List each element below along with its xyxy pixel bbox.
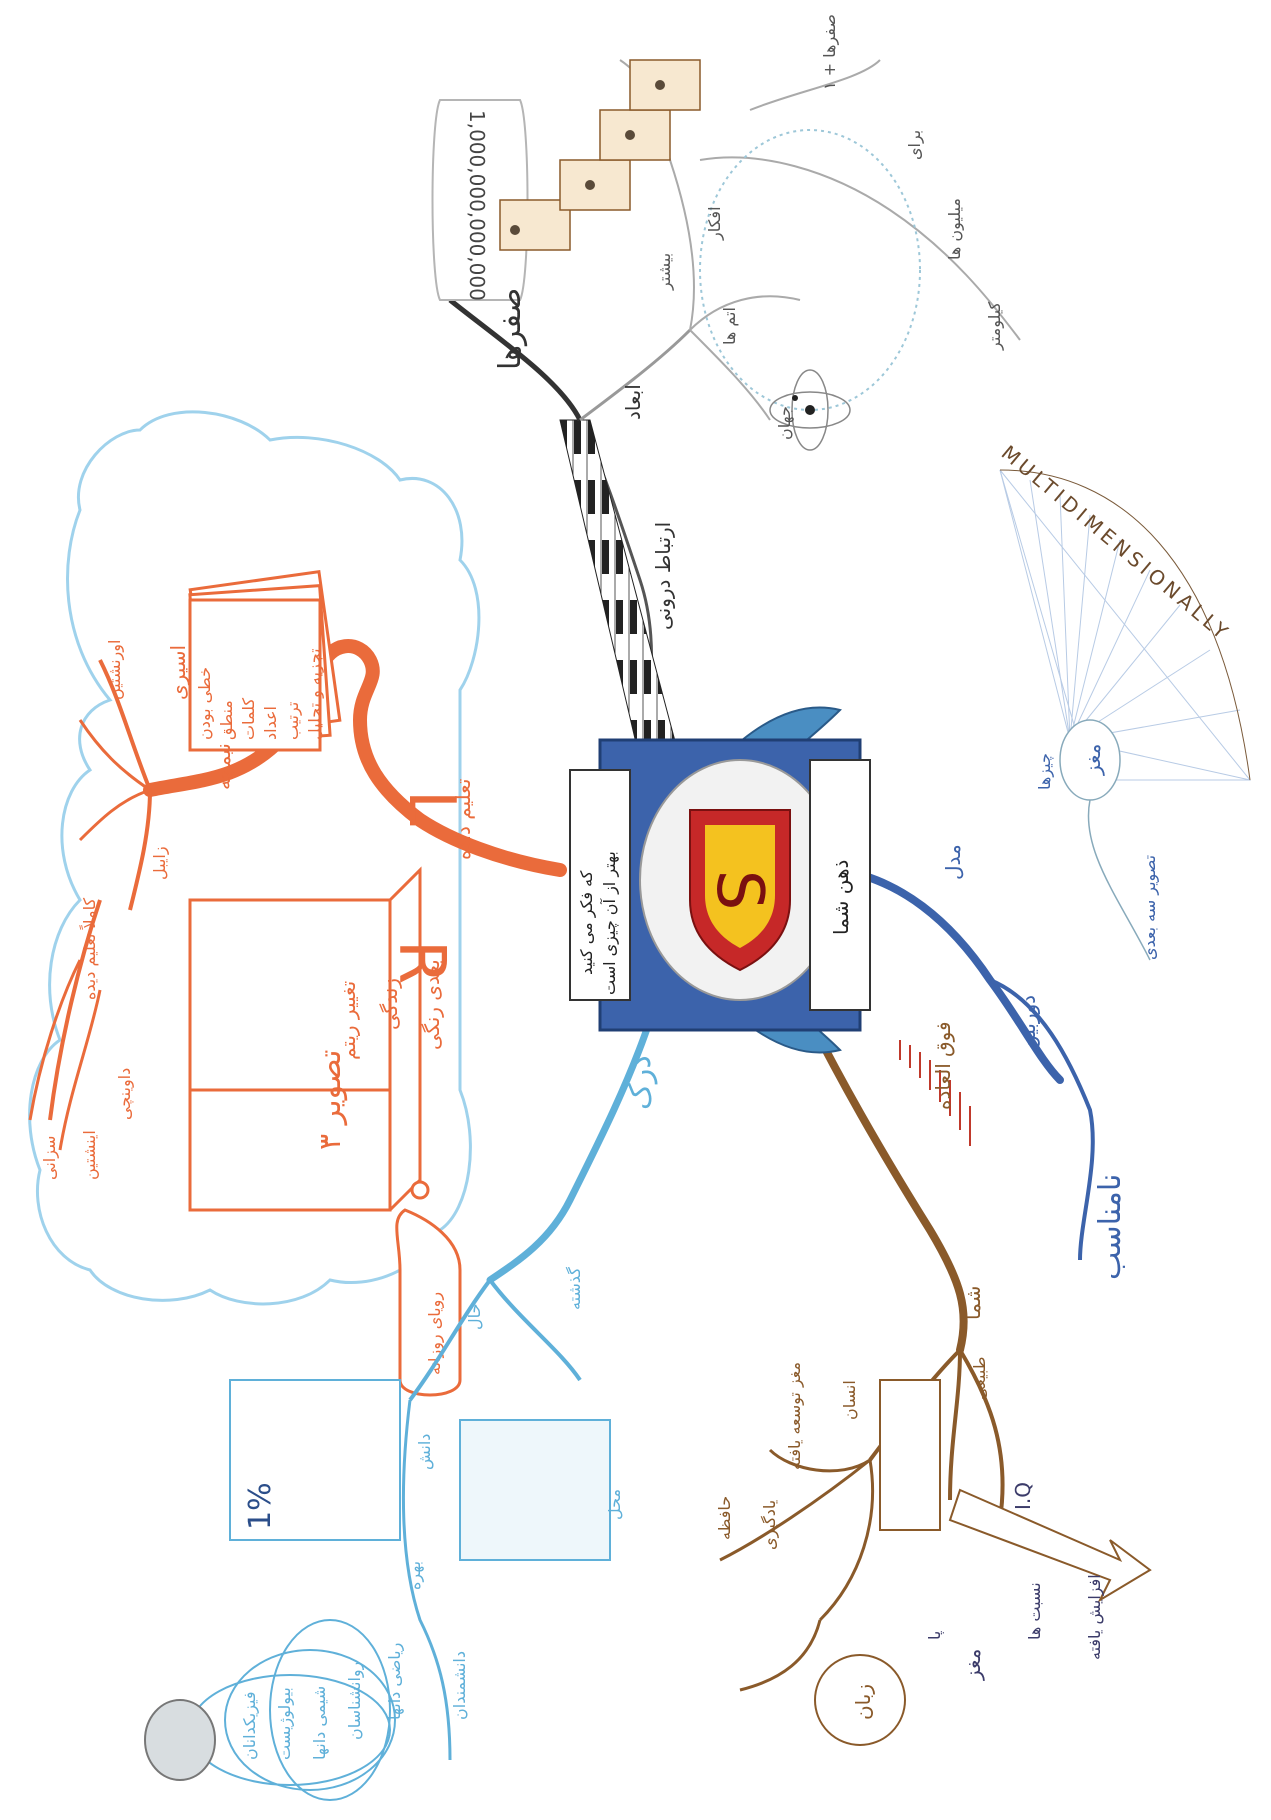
bottom-scroll — [569, 769, 631, 1001]
supernatural-sublabel: پا — [925, 1631, 945, 1640]
percent-table — [229, 1379, 401, 1541]
branch-sublabel: اتم ها — [720, 307, 739, 345]
supernatural-sublabel: انسان — [840, 1380, 859, 1420]
branch-sublabel: سزانی — [40, 1136, 60, 1180]
fan-label: مغز — [1081, 744, 1105, 776]
fan-label: تصویر سه بعدی — [1140, 855, 1160, 960]
central-image: S ذهن شما بهتر از آن چیزی است که فکر می … — [569, 706, 871, 1054]
list-item: اعداد — [261, 706, 280, 740]
perception-sublabel: حال — [465, 1304, 484, 1330]
zeros-stroke — [448, 298, 583, 422]
teaching-label: تعلیم داده — [451, 779, 475, 860]
zeros-region: 1,000,000,000,000 صفرها ابعاد ارتباط درو… — [431, 14, 1021, 761]
branch-sublabel: نیمچه — [211, 743, 235, 790]
teaching-branch: خطی بودن منطق کلمات اعداد ترتیب تجزیه و … — [28, 569, 567, 1397]
model-label: مدل — [941, 844, 965, 880]
scientist-spiral — [189, 1619, 396, 1801]
perception-label: درک — [623, 1055, 658, 1110]
brain-icon — [144, 1699, 216, 1781]
branch-sublabel: زایبل — [150, 846, 170, 880]
box-line: بعدی رنگی — [420, 959, 444, 1050]
perception-branch: 1% درک گذشته حال محل دانش بهره دانشمندان… — [144, 1016, 658, 1801]
multidimensional-word: MULTIDIMENSIONALLY — [997, 440, 1236, 646]
perception-sublabel: فیزیکدانان — [240, 1691, 260, 1760]
branch-sublabel: جهان — [775, 406, 795, 440]
branch-sublabel: میلیون ها — [945, 198, 965, 260]
perception-sublabel: دانشمندان — [450, 1651, 469, 1720]
model-branch: مدل دوربین نامناسب — [836, 844, 1128, 1280]
perception-sublabel: دانش — [415, 1434, 435, 1470]
brain-sketch — [699, 129, 921, 411]
perception-sublabel: گذشته — [565, 1267, 584, 1310]
supernatural-sublabel: افزایش یافته — [1085, 1574, 1105, 1660]
branch-sublabel: افکار — [705, 206, 725, 241]
supernatural-sublabel: نسبت ها — [1025, 1582, 1044, 1640]
center-bottom-line: که فکر می کنید — [577, 870, 597, 975]
box-line: تغییر ریتم — [336, 981, 360, 1060]
supernatural-sublabel: مغز — [961, 1649, 985, 1681]
supernatural-label: فوق العاده — [931, 1021, 955, 1110]
box-line: زندگی — [378, 978, 402, 1030]
branch-sublabel: اسپری — [166, 645, 191, 700]
multidimensional-fan: MULTIDIMENSIONALLY مغز چیزها تصویر سه بع… — [997, 440, 1252, 961]
branch-sublabel: اورنشتین — [105, 640, 125, 700]
neuron-stairs — [499, 59, 701, 251]
branch-sublabel: صفرها + ۱ — [820, 14, 840, 90]
perception-sublabel: ریاضی دانها — [385, 1643, 405, 1720]
center-top-label: ذهن شما — [829, 860, 853, 935]
supernatural-sublabel: شما — [961, 1286, 985, 1320]
supernatural-branch: I.Q زبان فوق العاده شما طبیعی انسان مغز … — [715, 996, 1152, 1746]
big-number: 1,000,000,000,000 — [465, 110, 489, 301]
daydream-bottle: رویای روزانه — [395, 1208, 462, 1397]
perception-sublabel: شیمی دانها — [310, 1686, 330, 1760]
dimensions-label: ابعاد — [621, 384, 645, 420]
portrait-box — [459, 1419, 611, 1561]
sequence-box — [879, 1379, 941, 1531]
list-item: تجزیه و تحلیل — [305, 648, 325, 740]
logo-letter: S — [702, 870, 776, 911]
zeros-label: صفرها — [493, 288, 528, 370]
list-item: ترتیب — [283, 702, 303, 740]
language-label: زبان — [851, 1684, 875, 1720]
perception-sublabel: محل — [605, 1489, 624, 1520]
box-caption: تصویر ۳ — [313, 1050, 348, 1150]
perception-sublabel: بیولوژیست — [275, 1687, 295, 1760]
branch-sublabel: اینشتین — [80, 1130, 100, 1180]
supernatural-sublabel: طبیعی — [970, 1357, 989, 1400]
iq-arrow — [948, 1488, 1152, 1603]
center-bottom-line: بهتر از آن چیزی است — [600, 851, 620, 995]
branch-sublabel: کیلومتر — [985, 301, 1005, 351]
shield-inner — [705, 825, 775, 948]
branch-sublabel: برای — [905, 130, 925, 160]
atom-icon — [769, 369, 851, 451]
model-sublabel: نامناسب — [1093, 1174, 1128, 1280]
letter-l: L — [394, 790, 468, 826]
linear-list-book: خطی بودن منطق کلمات اعداد ترتیب تجزیه و … — [188, 569, 342, 752]
perception-sublabel: بهره — [405, 1561, 425, 1590]
list-item: کلمات — [239, 698, 258, 740]
iq-label: I.Q — [1011, 1482, 1035, 1510]
supernatural-sublabel: یادگیری — [760, 1500, 780, 1550]
rhythm-box: تغییر ریتم زندگی بعدی رنگی تصویر ۳ — [188, 866, 444, 1212]
supernatural-sublabel: مغز توسعه یافته — [785, 1362, 805, 1470]
list-header: خطی بودن — [195, 667, 215, 740]
top-scroll — [809, 759, 871, 1011]
internal-links-label: ارتباط درونی — [651, 522, 675, 630]
perception-sublabel: روانشناسان — [345, 1662, 365, 1740]
branch-sublabel: کاملاً تعلیم دیده — [79, 898, 99, 1000]
language-circle — [814, 1654, 906, 1746]
fan-label: چیزها — [1035, 753, 1055, 790]
list-item: منطق — [217, 700, 237, 740]
percent-label: 1% — [243, 1482, 278, 1530]
supernatural-sublabel: حافظه — [715, 1496, 734, 1540]
model-sublabel: دوربین — [1016, 995, 1040, 1050]
branch-sublabel: بیشتر — [655, 253, 675, 291]
branch-sublabel: داوینچی — [115, 1068, 135, 1120]
